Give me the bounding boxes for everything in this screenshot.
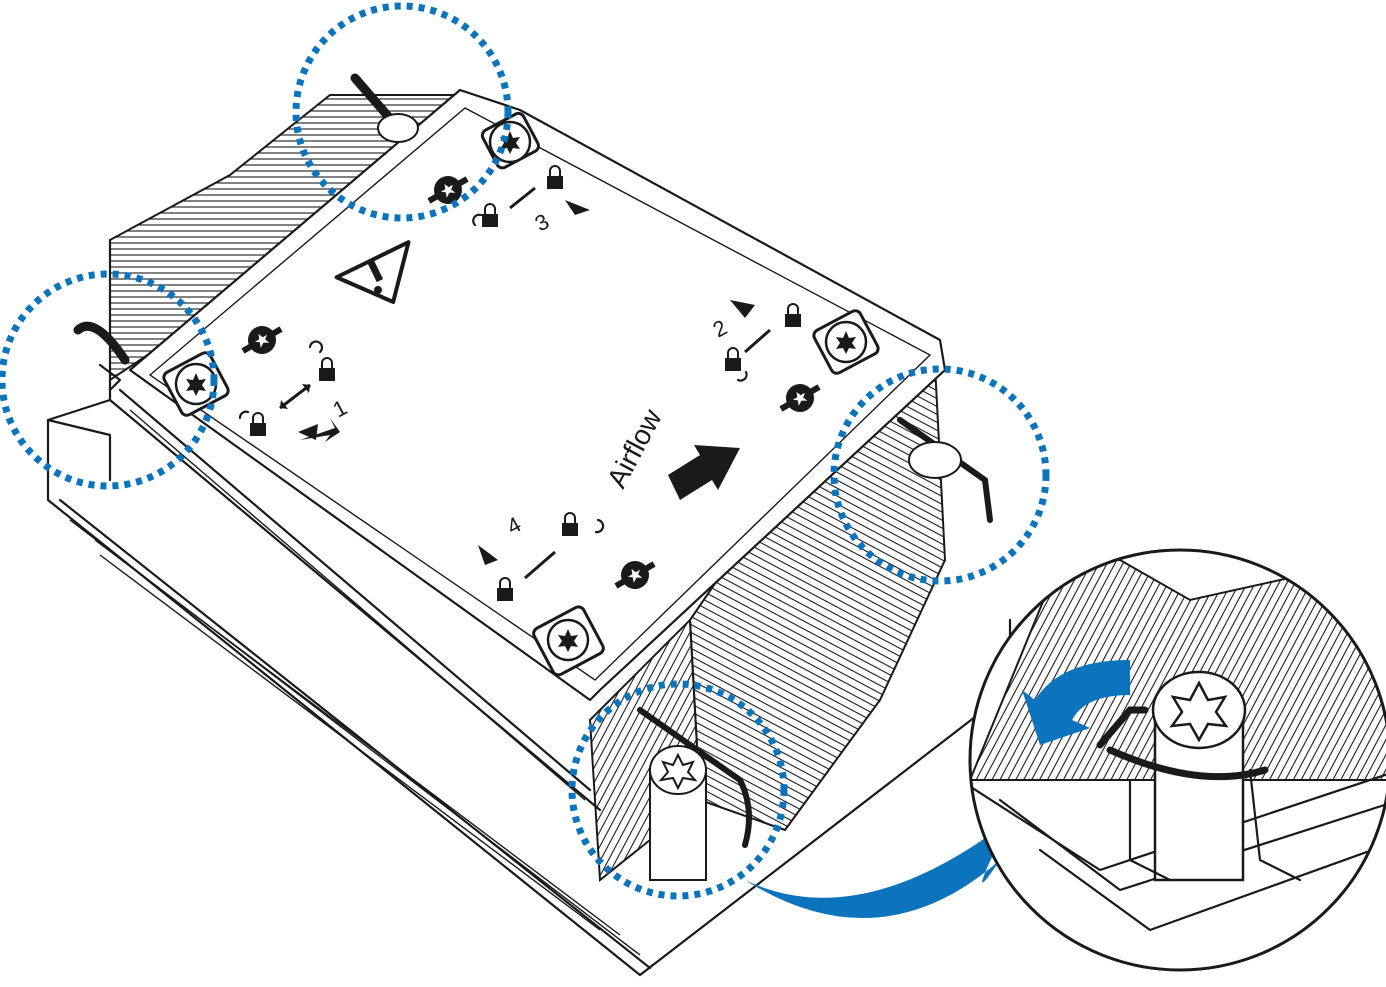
airflow-arrow-icon xyxy=(668,445,740,500)
screw-1-indicators xyxy=(238,340,340,442)
screw-3-indicators xyxy=(472,165,590,228)
highlight-circle-right xyxy=(830,365,1050,585)
screw-4-indicators xyxy=(478,512,605,602)
clip-wire-left xyxy=(73,321,130,392)
highlight-circle-left xyxy=(0,270,218,490)
callout-connector xyxy=(745,820,1010,919)
rotate-arrow-icon xyxy=(1022,660,1130,745)
screw-torx-4[interactable] xyxy=(532,605,606,677)
screw-torx-3[interactable] xyxy=(480,111,540,170)
zoom-inset xyxy=(968,548,1386,972)
warning-icon xyxy=(334,240,411,304)
clip-wire-right xyxy=(897,417,993,523)
clip-wire-top-left xyxy=(350,73,419,143)
highlight-circle-bottom xyxy=(568,680,788,900)
heatsink-body xyxy=(46,88,1012,977)
screw-2-indicators xyxy=(724,300,802,382)
screw-torx-2[interactable] xyxy=(812,309,880,376)
highlight-circle-top-left xyxy=(292,2,512,222)
clip-wire-bottom xyxy=(637,707,752,881)
